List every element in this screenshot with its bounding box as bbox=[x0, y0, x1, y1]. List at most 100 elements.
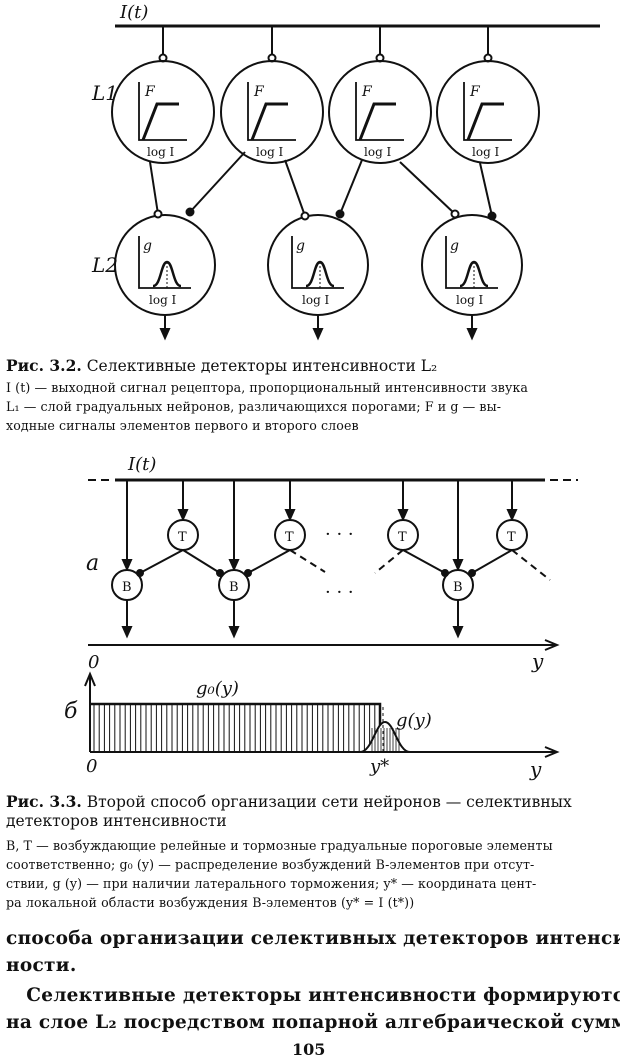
l2-x-label: log I bbox=[456, 293, 484, 307]
ellipsis-bottom: · · · bbox=[325, 582, 354, 603]
synapse-inhibitory bbox=[487, 211, 497, 221]
l2-y-label: g bbox=[450, 238, 459, 254]
layer-connection bbox=[339, 159, 363, 215]
fig33-note-3: ствии, g (y) — при наличии латерального … bbox=[6, 876, 537, 891]
l1-x-label: log I bbox=[256, 145, 284, 159]
figure-3-3-diagram: I(t) а T T T T B B B · · · · · · 0 y б g₀(y) g(y) 0 y* y bbox=[64, 454, 578, 781]
lateral-inhibition-link bbox=[471, 549, 513, 574]
body-line-3: Селективные детекторы интенсивности форм… bbox=[6, 985, 620, 1006]
l2-x-label: log I bbox=[302, 293, 330, 307]
axis-b-y: y bbox=[529, 757, 542, 781]
fig32-note-1: I (t) — выходной сигнал рецептора, пропо… bbox=[6, 380, 529, 395]
l1-neuron bbox=[111, 60, 215, 164]
l2-y-label: g bbox=[296, 238, 305, 254]
b-output-arrow-head bbox=[121, 626, 133, 639]
layer-connection bbox=[189, 151, 246, 213]
output-arrow-head bbox=[312, 328, 324, 341]
body-line-1: способа организации селективных детектор… bbox=[6, 928, 620, 949]
ellipsis-top: · · · bbox=[325, 524, 354, 545]
axis-b-origin: 0 bbox=[86, 756, 97, 777]
l1-axes bbox=[138, 82, 187, 141]
b-output-arrow-head bbox=[452, 626, 464, 639]
b-input-arrow-head bbox=[121, 559, 133, 572]
t-input-arrow-head bbox=[506, 509, 518, 522]
l2-x-label: log I bbox=[149, 293, 177, 307]
axis-b-arrow bbox=[544, 746, 560, 758]
t-input-arrow-head bbox=[284, 509, 296, 522]
lateral-inhibition-link bbox=[247, 549, 291, 574]
lateral-inhibition-link bbox=[289, 549, 326, 573]
lateral-inhibition-link bbox=[402, 549, 446, 574]
t-label: T bbox=[507, 530, 516, 545]
layer-2-label: L2 bbox=[91, 253, 118, 277]
fig33-note-4: ра локальной области возбуждения B-элеме… bbox=[6, 895, 415, 910]
l2-y-label: g bbox=[143, 238, 152, 254]
fig33-caption-2: детекторов интенсивности bbox=[6, 812, 227, 830]
g-label: g(y) bbox=[396, 710, 432, 731]
inhibitory-synapse bbox=[136, 569, 144, 577]
l1-threshold-curve bbox=[358, 102, 396, 141]
t-label: T bbox=[398, 530, 407, 545]
layer-connection bbox=[479, 162, 493, 217]
l1-neuron bbox=[328, 60, 432, 164]
ystar-label: y* bbox=[369, 756, 389, 777]
body-line-4: на слое L₂ посредством попарной алгебраи… bbox=[6, 1012, 620, 1033]
l1-x-label: log I bbox=[364, 145, 392, 159]
synapse-excitatory bbox=[153, 209, 163, 219]
t-label: T bbox=[178, 530, 187, 545]
l1-axes bbox=[247, 82, 296, 141]
b-output-arrow-head bbox=[228, 626, 240, 639]
lateral-inhibition-link bbox=[139, 549, 184, 574]
axis-a-arrow bbox=[544, 639, 560, 651]
axis-a-origin: 0 bbox=[88, 652, 99, 673]
body-line-2: ности. bbox=[6, 955, 77, 976]
l1-y-label: F bbox=[361, 84, 373, 100]
inhibitory-synapse bbox=[468, 569, 476, 577]
fig32-caption: Рис. 3.2. Селективные детекторы интенсив… bbox=[6, 356, 438, 375]
output-arrow-head bbox=[159, 328, 171, 341]
l1-x-label: log I bbox=[472, 145, 500, 159]
fig33-note-2: соответственно; g₀ (y) — распределение в… bbox=[6, 857, 535, 872]
l1-axes bbox=[463, 82, 512, 141]
panel-b-label: б bbox=[64, 699, 78, 724]
bus-label-2: I(t) bbox=[127, 454, 156, 475]
t-input-arrow-head bbox=[177, 509, 189, 522]
layer-connection bbox=[284, 159, 306, 217]
g-bell bbox=[359, 720, 411, 753]
output-arrow-head bbox=[466, 328, 478, 341]
inhibitory-synapse bbox=[216, 569, 224, 577]
b-input-arrow-head bbox=[452, 559, 464, 572]
l1-threshold-curve bbox=[250, 102, 288, 141]
inhibitory-synapse bbox=[244, 569, 252, 577]
fig32-note-2: L₁ — слой градуальных нейронов, различаю… bbox=[6, 399, 502, 414]
axis-a-y: y bbox=[531, 649, 544, 673]
lateral-inhibition-link bbox=[374, 549, 404, 574]
layer-connection bbox=[399, 161, 456, 215]
g0-distribution bbox=[90, 702, 382, 752]
inhibitory-synapse bbox=[441, 569, 449, 577]
l1-axes bbox=[355, 82, 404, 141]
fig33-caption-1: Рис. 3.3. Второй способ организации сети… bbox=[6, 792, 572, 811]
panel-a-label: а bbox=[86, 551, 99, 576]
b-label: B bbox=[453, 580, 463, 595]
g0-label: g₀(y) bbox=[196, 678, 239, 699]
synapse-inhibitory bbox=[185, 207, 195, 217]
synapse-inhibitory bbox=[335, 209, 345, 219]
l2-axes bbox=[291, 236, 344, 289]
l1-y-label: F bbox=[144, 84, 156, 100]
b-label: B bbox=[229, 580, 239, 595]
bus-label: I(t) bbox=[119, 2, 148, 23]
b-label: B bbox=[122, 580, 132, 595]
t-label: T bbox=[285, 530, 294, 545]
synapse-excitatory bbox=[300, 211, 310, 221]
fig32-note-3: ходные сигналы элементов первого и второ… bbox=[6, 418, 359, 433]
l1-x-label: log I bbox=[147, 145, 175, 159]
layer-connection bbox=[149, 161, 159, 215]
lateral-inhibition-link bbox=[511, 549, 551, 581]
synapse-excitatory bbox=[450, 209, 460, 219]
l2-axes bbox=[445, 236, 498, 289]
t-input-arrow-head bbox=[397, 509, 409, 522]
b-input-arrow-head bbox=[228, 559, 240, 572]
